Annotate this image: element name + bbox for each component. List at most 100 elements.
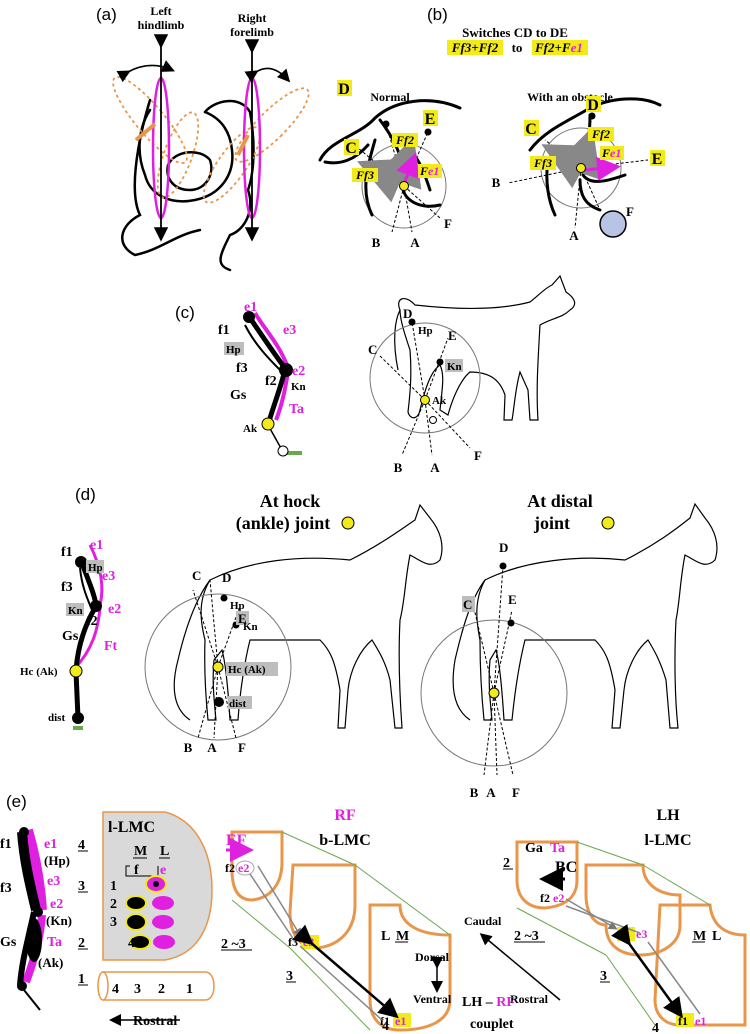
obstacle-A-label: A [569,228,579,243]
d-distal-joint [72,712,84,724]
d-knee-joint [90,600,102,612]
horse-1-line-F [217,666,237,739]
obstacle-D-label: D [587,97,599,114]
lmc-r3: 3 [110,915,117,930]
obstacle-Ff2-bg [588,127,614,141]
c-Kn: Kn [291,381,306,393]
normal-cat-limb [318,99,462,217]
rf-f2-f3-link [257,865,302,938]
e-Kn: (Kn) [46,913,72,928]
lmc-e: e [160,863,166,878]
rf-segment-3 [368,903,452,1032]
lmc-pool-3-f [125,913,147,931]
rf-ventral: Ventral [413,992,452,1006]
horse-1-Hc-bg [226,662,278,676]
lh-title-2: l-LMC [644,832,691,849]
e-e2: e2 [50,897,63,912]
rf-f1: f1 [380,1014,390,1028]
cat-joint-circle [369,322,481,434]
rostral-label: Rostral [510,992,549,1006]
formula-1-highlight [447,40,503,55]
spinal-cylinder-end [97,971,109,1001]
c-Gs: Gs [230,388,247,403]
c-f1: f1 [218,323,230,338]
rf-M: M [396,929,409,944]
horse-2-line-D [493,565,504,694]
lh-title-1: LH [656,807,680,824]
couplet-title-2: couplet [470,1017,514,1032]
cyl-1: 1 [186,982,193,997]
horse-1-dist: dist [229,698,246,710]
horse-1-hip [220,594,228,602]
d-Ft: Ft [104,639,118,654]
obstacle-Fe1-arrow [584,156,621,181]
e-femur [17,831,41,912]
horse-2-knee [507,619,515,627]
left-hindlimb-title-1: Left [150,4,171,18]
lmc-pool-4-f [129,934,151,950]
e-Gs-muscle [26,918,42,962]
d-Kn-bg [66,603,84,616]
normal-D-label: D [338,81,350,98]
rf-e3: e3 [303,935,314,949]
c-toe-joint [277,445,289,457]
e-e3-muscle [23,828,47,911]
cat-Ak: Ak [432,395,447,407]
d-e1: e1 [90,538,103,553]
d-Gs: Gs [62,629,79,644]
e-knee [33,907,43,917]
normal-title: Normal [370,90,410,104]
normal-line-B [391,185,405,233]
e-num-3: 3 [78,879,85,894]
horse-1-B: B [184,740,193,755]
e-Gs: Gs [0,935,17,950]
horse-2-line-A [493,692,498,776]
e-Hp: (Hp) [44,853,70,868]
e-Ak: (Ak) [38,955,63,970]
normal-E-label: E [425,111,436,128]
horse-1-line-E [217,605,241,668]
e-f1: f1 [0,837,12,852]
horse-2-C: C [463,597,472,612]
normal-F-label: F [444,216,452,231]
distal-title-2: joint [533,513,570,533]
right-forelimb-title-1: Right [238,11,267,25]
forelimb-orange-bar [236,134,250,156]
formula-1: Ff3+Ff2 [451,40,499,55]
cyl-4: 4 [112,982,119,997]
rf-guide-3 [231,899,291,949]
lmc-pool-3-e [152,915,174,929]
obstacle-C-label: C [525,121,537,138]
cat-line-C [379,355,426,401]
normal-Fe1-bg [418,164,442,178]
obstacle-Ff2-arrow [554,126,601,180]
panel-c: (c) e1 e3 e2 Ta f1 Hp f3 f2 Kn Gs Ak [175,274,576,475]
horse-2-line-F [493,692,514,776]
horse-1-E: E [238,611,247,626]
horse-1-joint-circle [144,593,292,741]
horse-2-distal [488,687,500,699]
normal-ankle-point [399,181,409,191]
panel-b-label: (b) [427,5,448,24]
lh-e1: e1 [695,1014,706,1028]
horse-2-F: F [512,785,520,800]
e-e1: e1 [44,837,57,852]
panel-b: (b) Switches CD to DE Ff3+Ff2 to Ff2+Fe1… [318,5,665,250]
cat-hip-point [408,318,416,326]
horse-1-E-bg [236,611,249,625]
rf-segment-2 [288,863,357,950]
e-Ta: Ta [47,935,62,950]
rf-seg-2-3: 2 ~3 [221,937,246,952]
horse-2-B: B [470,785,479,800]
rf-EF: EF [226,832,247,849]
c-e3-muscle [253,311,290,369]
cat-toe-point [429,416,437,424]
d-Ft-muscle [73,607,102,670]
panel-d-label: (d) [75,485,96,504]
cat-knee-point [436,358,444,366]
d-f3: f3 [61,580,73,595]
e-num-1: 1 [78,972,85,987]
c-e3: e3 [283,323,296,338]
caudal-label: Caudal [464,914,502,928]
e-ankle [17,981,27,991]
